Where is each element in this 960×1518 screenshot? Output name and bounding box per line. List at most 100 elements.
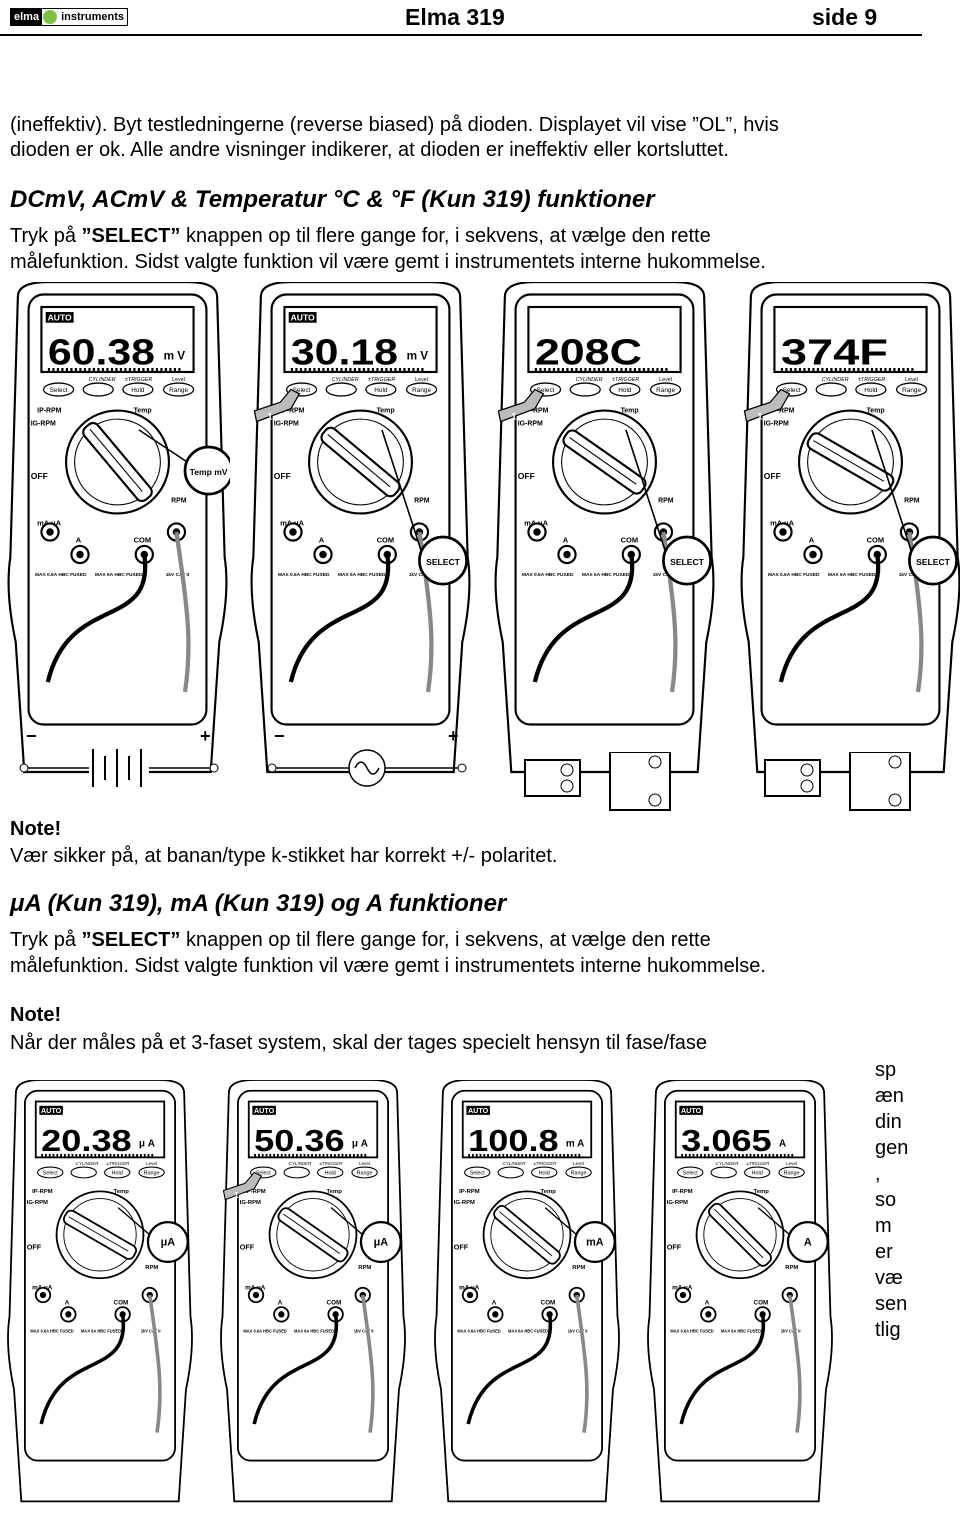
bargraph-segment — [371, 368, 374, 373]
bargraph-segment — [638, 368, 641, 373]
ip-rpm-label: IP-RPM — [37, 408, 62, 415]
logo-text-elma: elma — [11, 9, 43, 25]
hold-label: Hold — [374, 387, 388, 394]
ip-rpm-label: IP-RPM — [32, 1189, 53, 1195]
select-label: Select — [537, 387, 555, 394]
bargraph-segment — [700, 1153, 702, 1158]
rpm-label: RPM — [171, 498, 187, 505]
pointing-finger-icon: 1 — [222, 1171, 263, 1201]
side-word: gen — [875, 1137, 909, 1159]
select-label: Select — [783, 387, 801, 394]
bargraph-segment — [875, 368, 878, 373]
bargraph-segment — [551, 1153, 554, 1158]
bargraph-segment — [290, 368, 293, 373]
cylinder-label: CYLINDER — [503, 1161, 527, 1166]
trigger-label: ±TRIGGER — [125, 377, 152, 383]
bargraph-segment — [772, 1153, 775, 1158]
section1-text: Tryk på ”SELECT” knappen op til flere ga… — [10, 223, 711, 249]
lcd-unit: m A — [566, 1139, 584, 1150]
com-jack-label: COM — [134, 536, 152, 545]
black-test-lead — [288, 554, 391, 683]
bargraph-segment — [265, 1153, 268, 1158]
range-label: Range — [656, 387, 675, 394]
bargraph-segment — [798, 368, 801, 373]
fuse-label-1: MAX 0.6A HBC FUSED — [670, 1328, 713, 1333]
bargraph-segment — [389, 368, 392, 373]
section2-text: Tryk på ”SELECT” knappen op til flere ga… — [10, 927, 711, 953]
bargraph-segment — [142, 368, 145, 373]
level-label: Level — [146, 1161, 157, 1166]
temp-label: Temp — [114, 1189, 130, 1195]
bargraph-segment — [269, 1153, 272, 1158]
section1-line-2: målefunktion. Sidst valgte funktion vil … — [10, 251, 766, 273]
cylinder-label: CYLINDER — [89, 377, 116, 383]
bargraph-segment — [280, 1153, 283, 1158]
bargraph-segment — [136, 1153, 138, 1158]
bargraph-segment — [56, 368, 59, 373]
cat-label: 1kV CAT II — [781, 1328, 801, 1333]
bargraph-segment — [326, 368, 329, 373]
bargraph-segment — [128, 368, 131, 373]
bargraph-segment — [48, 1153, 51, 1158]
bargraph-segment — [780, 368, 783, 373]
cylinder-button — [82, 382, 114, 397]
cat-label: 1kV CAT II — [141, 1328, 161, 1333]
level-label: Level — [415, 377, 428, 383]
black-test-lead — [679, 1314, 766, 1425]
bargraph-segment — [160, 368, 163, 373]
bargraph-segment — [52, 368, 55, 373]
bargraph-segment — [760, 1153, 763, 1158]
bargraph-segment — [606, 368, 609, 373]
bargraph-segment — [65, 368, 68, 373]
bargraph-segment — [753, 1153, 756, 1158]
level-label: Level — [172, 377, 185, 383]
bargraph-segment — [304, 368, 307, 373]
side-word: sp — [875, 1059, 897, 1081]
lcd-reading: 3.065 — [681, 1123, 771, 1158]
bargraph-segment — [539, 368, 542, 373]
hold-label: Hold — [539, 1171, 550, 1177]
ac-source-symbol: −+ — [267, 728, 467, 787]
dial-pointer — [277, 1207, 349, 1263]
cylinder-label: CYLINDER — [576, 377, 603, 383]
lcd-reading: 20.38 — [41, 1123, 131, 1158]
section2-line-2: målefunktion. Sidst valgte funktion vil … — [10, 955, 766, 977]
bargraph-segment — [779, 1153, 782, 1158]
ip-rpm-label: IP-RPM — [770, 408, 795, 415]
bargraph-segment — [534, 368, 537, 373]
section2-heading: μA (Kun 319), mA (Kun 319) og A funktion… — [10, 890, 507, 917]
bargraph-segment — [314, 1153, 317, 1158]
bargraph-segment — [394, 368, 397, 373]
bargraph-segment — [471, 1153, 474, 1158]
select-label: Select — [683, 1171, 699, 1177]
range-label: Range — [902, 387, 921, 394]
lcd-unit: A — [779, 1139, 786, 1150]
range-button: Range — [649, 382, 682, 397]
bargraph-segment — [416, 368, 419, 373]
bargraph-segment — [633, 368, 636, 373]
cylinder-button — [325, 382, 357, 397]
bargraph-segment — [647, 368, 650, 373]
bargraph-segment — [83, 368, 86, 373]
bargraph-segment — [164, 368, 167, 373]
bargraph-segment — [506, 1153, 508, 1158]
bargraph-segment — [787, 1153, 790, 1158]
hold-label: Hold — [618, 387, 632, 394]
input-jack — [313, 544, 333, 565]
hold-label: Hold — [864, 387, 878, 394]
input-jack — [803, 544, 823, 565]
select-button: Select — [42, 382, 75, 397]
bargraph-segment — [707, 1153, 710, 1158]
bargraph-segment — [830, 368, 833, 373]
range-label: Range — [144, 1171, 160, 1177]
bargraph-segment — [326, 1153, 329, 1158]
bargraph-segment — [113, 1153, 116, 1158]
com-jack-label: COM — [377, 536, 395, 545]
select-label: Select — [470, 1171, 486, 1177]
lcd-unit: m V — [407, 350, 429, 363]
ip-rpm-label: IP-RPM — [280, 408, 305, 415]
bargraph-segment — [803, 368, 806, 373]
